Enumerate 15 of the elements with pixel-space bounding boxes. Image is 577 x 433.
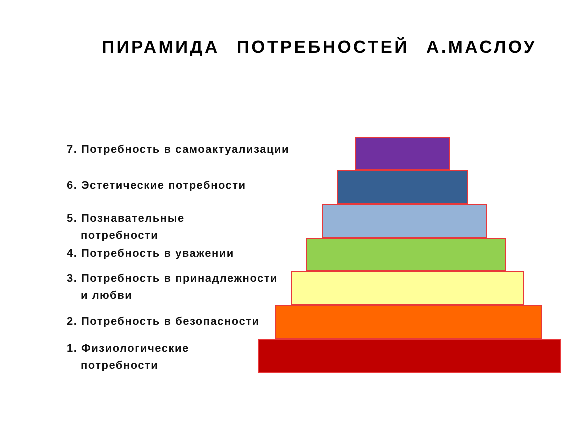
- pyramid-level-bar: [337, 170, 468, 204]
- diagram-title: ПИРАМИДА ПОТРЕБНОСТЕЙ А.МАСЛОУ: [102, 37, 537, 58]
- level-label: 3. Потребность в принадлежности и любви: [67, 272, 279, 304]
- pyramid-level-bar: [306, 238, 506, 271]
- level-label: 1. Физиологические потребности: [67, 342, 190, 374]
- pyramid-level-bar: [258, 339, 561, 373]
- level-label: 4. Потребность в уважении: [67, 247, 236, 262]
- level-label: 5. Познавательные потребности: [67, 212, 186, 244]
- level-label: 6. Эстетические потребности: [67, 179, 248, 194]
- pyramid-level-bar: [322, 204, 487, 238]
- pyramid-level-bar: [291, 271, 524, 305]
- level-label: 2. Потребность в безопасности: [67, 315, 261, 330]
- pyramid-level-bar: [355, 137, 450, 170]
- pyramid-level-bar: [275, 305, 542, 339]
- level-label: 7. Потребность в самоактуализации: [67, 143, 290, 158]
